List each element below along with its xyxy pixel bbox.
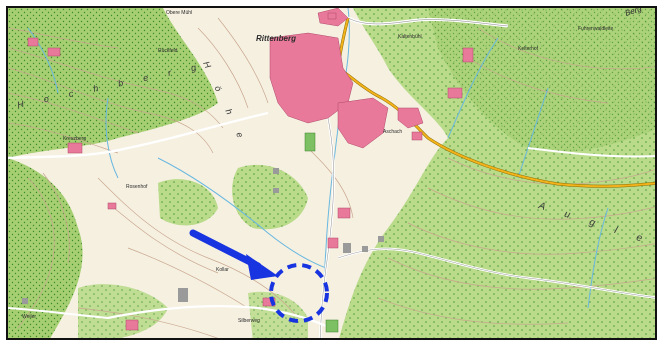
forest-areas bbox=[8, 8, 655, 338]
buildings bbox=[22, 168, 384, 304]
place-label-kelterhof: Kelterhof bbox=[518, 46, 539, 52]
topographic-map[interactable]: Rittenberg Obere Mühl Rückfeld Kaltenbüh… bbox=[8, 8, 657, 340]
contour-lines bbox=[8, 17, 655, 338]
settlements bbox=[27, 8, 474, 331]
place-label-kollar: Kollar bbox=[216, 267, 229, 273]
town-label: Rittenberg bbox=[256, 34, 296, 43]
arrow-icon bbox=[189, 229, 278, 280]
place-label-aschachen: Aschach bbox=[383, 129, 402, 135]
top-right-name-label: Berg bbox=[624, 8, 643, 18]
place-label-weiler: Weiler bbox=[22, 314, 36, 320]
place-label-rosenhof: Rosenhof bbox=[126, 184, 148, 190]
roads bbox=[8, 16, 655, 338]
place-label-rueckfeld: Rückfeld bbox=[158, 48, 178, 54]
place-label-kaltenbuehl: Kaltenbühl bbox=[398, 34, 422, 40]
place-label-silberweg: Silberweg bbox=[238, 318, 260, 324]
dashed-circle-icon bbox=[269, 263, 329, 323]
park-areas bbox=[304, 132, 339, 333]
place-label-kreuzberg: Kreuzberg bbox=[63, 136, 86, 142]
place-label-fuhrenwaldleite: Fuhrenwaldleite bbox=[578, 26, 614, 32]
place-label-obere-muehle: Obere Mühl bbox=[166, 10, 192, 16]
topographic-map-frame: Rittenberg Obere Mühl Rückfeld Kaltenbüh… bbox=[6, 6, 657, 340]
